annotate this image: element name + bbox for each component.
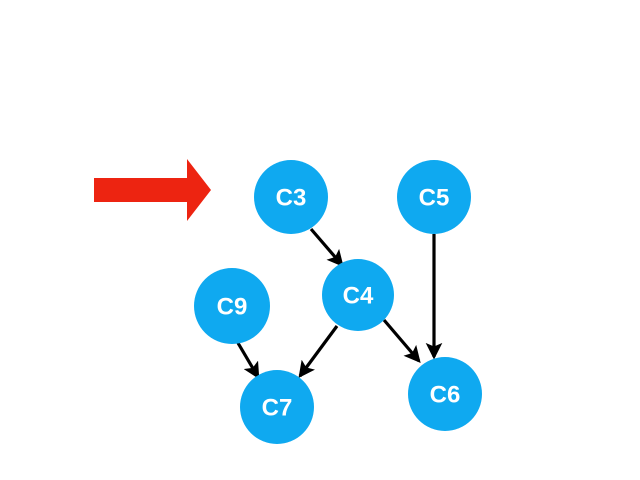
node-c9-label: C9	[217, 294, 248, 321]
node-c3[interactable]: C3	[254, 160, 328, 234]
edge-c4-to-c6	[382, 318, 421, 363]
red-arrow-pointer	[94, 159, 211, 221]
edge-group	[236, 227, 443, 380]
node-c9-circle[interactable]	[194, 268, 270, 344]
node-c6[interactable]: C6	[408, 357, 482, 431]
node-c7-circle[interactable]	[240, 370, 314, 444]
node-c7[interactable]: C7	[240, 370, 314, 444]
node-c3-circle[interactable]	[254, 160, 328, 234]
node-c5-label: C5	[419, 185, 450, 212]
red-arrow-icon	[94, 159, 211, 221]
node-c4[interactable]: C4	[322, 259, 394, 331]
node-c3-label: C3	[276, 185, 307, 212]
node-c6-circle[interactable]	[408, 357, 482, 431]
node-c5-circle[interactable]	[397, 160, 471, 234]
edge-c4-to-c7	[298, 325, 339, 379]
edge-c3-to-c4	[309, 227, 344, 267]
node-c5[interactable]: C5	[397, 160, 471, 234]
edge-c9-to-c7	[236, 342, 260, 380]
node-group: C3 C5 C4 C9 C7 C6	[194, 160, 482, 444]
node-c4-label: C4	[343, 283, 374, 310]
node-c7-label: C7	[262, 395, 293, 422]
node-c6-label: C6	[430, 382, 461, 409]
node-c4-circle[interactable]	[322, 259, 394, 331]
node-c9[interactable]: C9	[194, 268, 270, 344]
